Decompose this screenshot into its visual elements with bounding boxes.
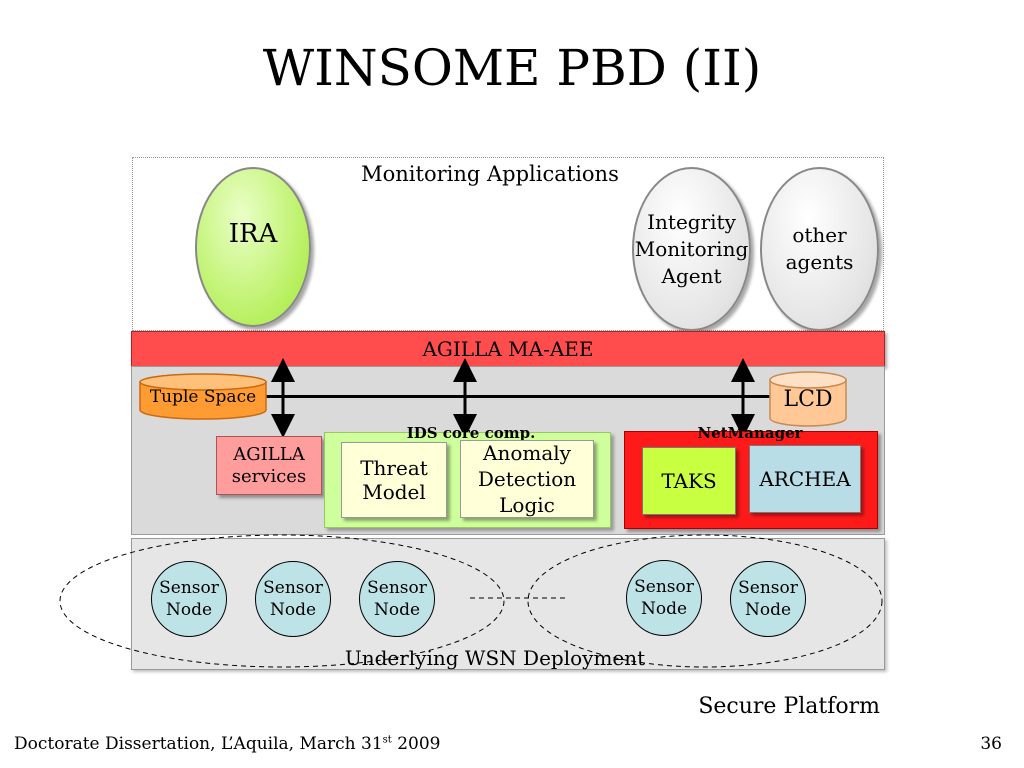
integrity-monitoring-agent-line2: Monitoring: [634, 236, 749, 261]
footer-superscript: st: [382, 734, 392, 746]
monitoring-applications-label: Monitoring Applications: [361, 162, 619, 186]
lcd-label: LCD: [783, 387, 833, 412]
lcd-cylinder: LCD: [768, 370, 848, 428]
integrity-monitoring-agent: Integrity Monitoring Agent: [632, 167, 751, 331]
sensor-node: Sensor Node: [255, 561, 331, 637]
netmanager-label: NetManager: [697, 424, 803, 442]
sensor-node-line1: Sensor: [634, 577, 694, 597]
archea-box: ARCHEA: [749, 445, 861, 513]
sensor-node-line1: Sensor: [738, 578, 798, 598]
anomaly-detection-logic-line2: Detection: [477, 467, 577, 491]
threat-model-line2: Model: [362, 480, 426, 504]
threat-model-line1: Threat: [360, 456, 428, 480]
ira-agent: IRA: [195, 167, 311, 327]
integrity-monitoring-agent-line3: Agent: [661, 263, 722, 288]
wsn-cluster-right: [527, 534, 883, 668]
ira-agent-label: IRA: [228, 219, 278, 249]
secure-platform-label: Secure Platform: [698, 694, 880, 719]
sensor-node-line1: Sensor: [263, 578, 323, 598]
anomaly-detection-logic-line1: Anomaly: [483, 441, 571, 465]
sensor-node-line2: Node: [165, 600, 213, 620]
taks-label: TAKS: [661, 469, 717, 493]
agilla-ma-aee-label: AGILLA MA-AEE: [422, 337, 594, 361]
agilla-services-line2: services: [231, 465, 307, 487]
tuple-space-label: Tuple Space: [149, 387, 257, 407]
agilla-services-box: AGILLA services: [216, 436, 322, 495]
page-number: 36: [980, 734, 1002, 754]
taks-box: TAKS: [642, 447, 736, 515]
sensor-node: Sensor Node: [730, 561, 806, 637]
sensor-node: Sensor Node: [626, 560, 702, 636]
ids-core-components-label: IDS core comp.: [406, 424, 536, 442]
sensor-node-line1: Sensor: [367, 578, 427, 598]
sensor-node: Sensor Node: [151, 561, 227, 637]
slide-title: WINSOME PBD (II): [262, 39, 762, 97]
footer-text: Doctorate Dissertation, L’Aquila, March …: [14, 734, 383, 754]
sensor-node-line1: Sensor: [159, 578, 219, 598]
tuple-space-cylinder-icon: [139, 373, 267, 420]
anomaly-detection-logic-box: Anomaly Detection Logic: [460, 440, 594, 518]
footer-citation: Doctorate Dissertation, L’Aquila, March …: [14, 734, 614, 754]
tuple-space-bus-line: [205, 395, 805, 398]
wsn-cluster-left: [59, 534, 505, 668]
footer-year: 2009: [391, 734, 441, 754]
archea-label: ARCHEA: [759, 467, 851, 491]
lcd-cylinder-icon: [769, 371, 847, 427]
wsn-deployment-label: Underlying WSN Deployment: [344, 646, 646, 670]
other-agents-line2: agents: [785, 250, 854, 274]
other-agents: other agents: [760, 167, 879, 331]
sensor-node-line2: Node: [269, 600, 317, 620]
anomaly-detection-logic-line3: Logic: [499, 493, 555, 517]
agilla-services-line1: AGILLA: [233, 443, 305, 465]
sensor-node-line2: Node: [744, 600, 792, 620]
threat-model-box: Threat Model: [341, 442, 447, 518]
tuple-space-cylinder: Tuple Space: [138, 372, 268, 420]
sensor-node-line2: Node: [373, 600, 421, 620]
integrity-monitoring-agent-line1: Integrity: [647, 209, 736, 234]
sensor-node-line2: Node: [640, 599, 688, 619]
other-agents-line1: other: [792, 223, 847, 247]
sensor-node: Sensor Node: [359, 561, 435, 637]
